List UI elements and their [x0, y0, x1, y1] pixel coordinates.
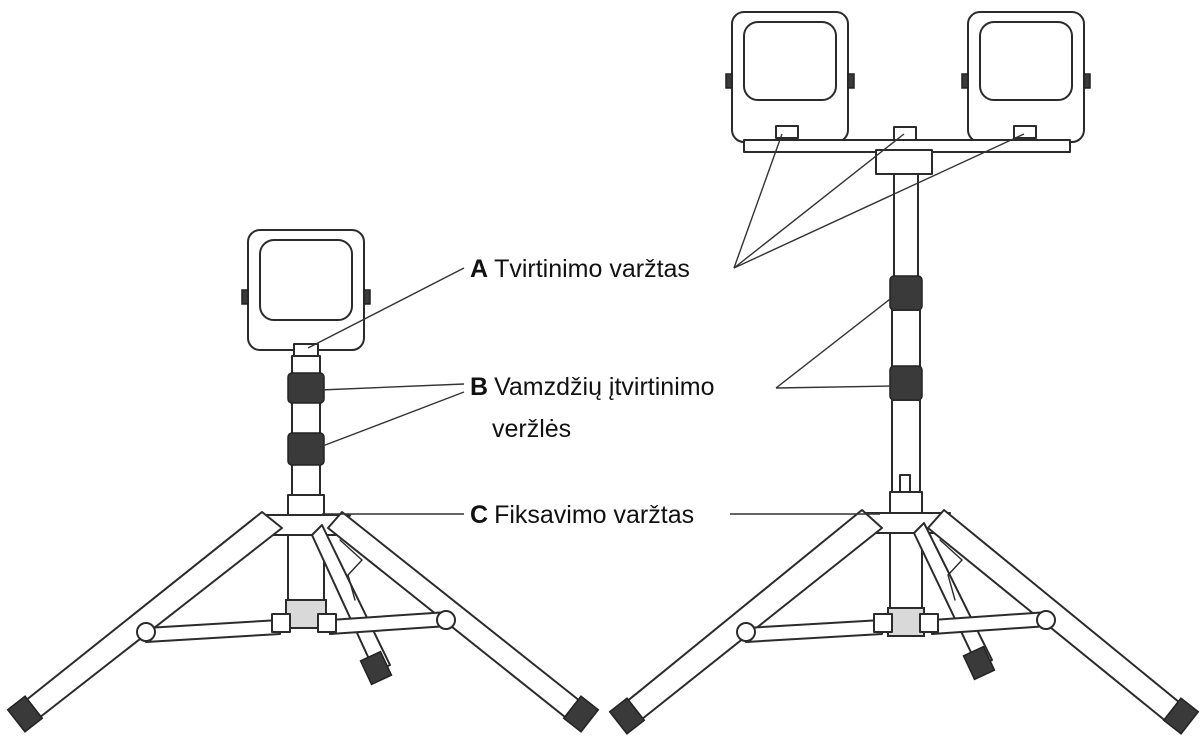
label-b-text: Vamzdžių įtvirtinimo: [494, 373, 715, 401]
brace-right-1: [745, 619, 883, 643]
brace-right-2: [931, 611, 1049, 635]
label-b-text2: veržlės: [492, 415, 572, 443]
floodlight-right-1: [725, 11, 855, 143]
tube-nut-right-2: [889, 365, 923, 401]
label-c-letter: C: [470, 501, 489, 529]
label-c-text: Fiksavimo varžtas: [494, 501, 695, 529]
tube-nut-left-1: [287, 372, 325, 404]
mounting-bolt-right-2: [893, 126, 917, 141]
label-a-text: Tvirtinimo varžtas: [494, 255, 690, 283]
brace-left-2: [329, 611, 449, 635]
floodlight-left: [241, 229, 371, 357]
tube-nut-right-1: [889, 275, 923, 311]
tube-nut-left-2: [287, 432, 325, 466]
double-lamp-tripod: [608, 11, 1200, 735]
label-b-line2: veržlės: [492, 414, 571, 444]
middle-pole-right: [891, 309, 921, 371]
upper-pole-right: [893, 173, 919, 285]
label-a-letter: A: [470, 255, 489, 283]
leg-right-1: [619, 509, 883, 728]
pole-base-right: [887, 607, 925, 637]
lower-pole-left: [287, 494, 325, 616]
floodlight-right-2: [961, 11, 1091, 143]
mounting-bolt-right-3: [1013, 125, 1037, 139]
base-pole-right: [889, 491, 923, 613]
mounting-bolt-right-1: [775, 125, 799, 139]
leader-lines: [307, 133, 1025, 515]
leg-left-1: [19, 511, 283, 726]
label-b-letter: B: [470, 373, 489, 401]
crossbar-bracket: [875, 149, 933, 175]
brace-left-1: [145, 619, 281, 643]
mounting-bolt-left: [293, 343, 319, 357]
single-lamp-tripod: [6, 229, 600, 733]
